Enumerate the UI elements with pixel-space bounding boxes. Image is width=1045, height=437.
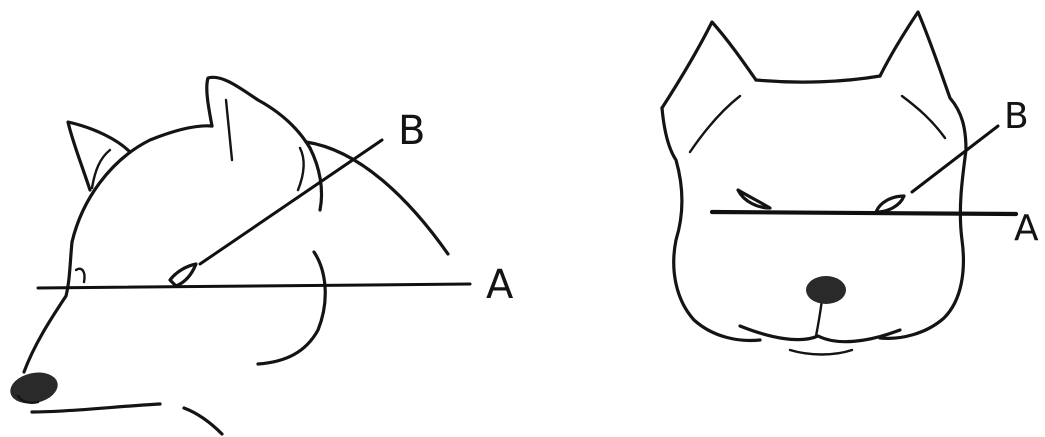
side-view-line-a xyxy=(36,282,472,290)
front-view-line-b xyxy=(910,124,1000,194)
front-view-label-a: A xyxy=(1014,208,1039,249)
side-view-line-b xyxy=(198,138,384,266)
side-view-nose xyxy=(10,372,58,404)
side-view-head-outline xyxy=(22,75,450,436)
front-view-label-b: B xyxy=(1004,96,1029,137)
front-view-nose xyxy=(806,276,846,304)
front-view-head-outline xyxy=(660,10,968,356)
side-view-label-b: B xyxy=(398,108,425,154)
side-view-label-a: A xyxy=(486,262,514,308)
front-view-figure: A B xyxy=(660,10,1039,356)
side-view-figure: A B xyxy=(10,75,514,436)
front-view-line-a xyxy=(709,209,1019,217)
